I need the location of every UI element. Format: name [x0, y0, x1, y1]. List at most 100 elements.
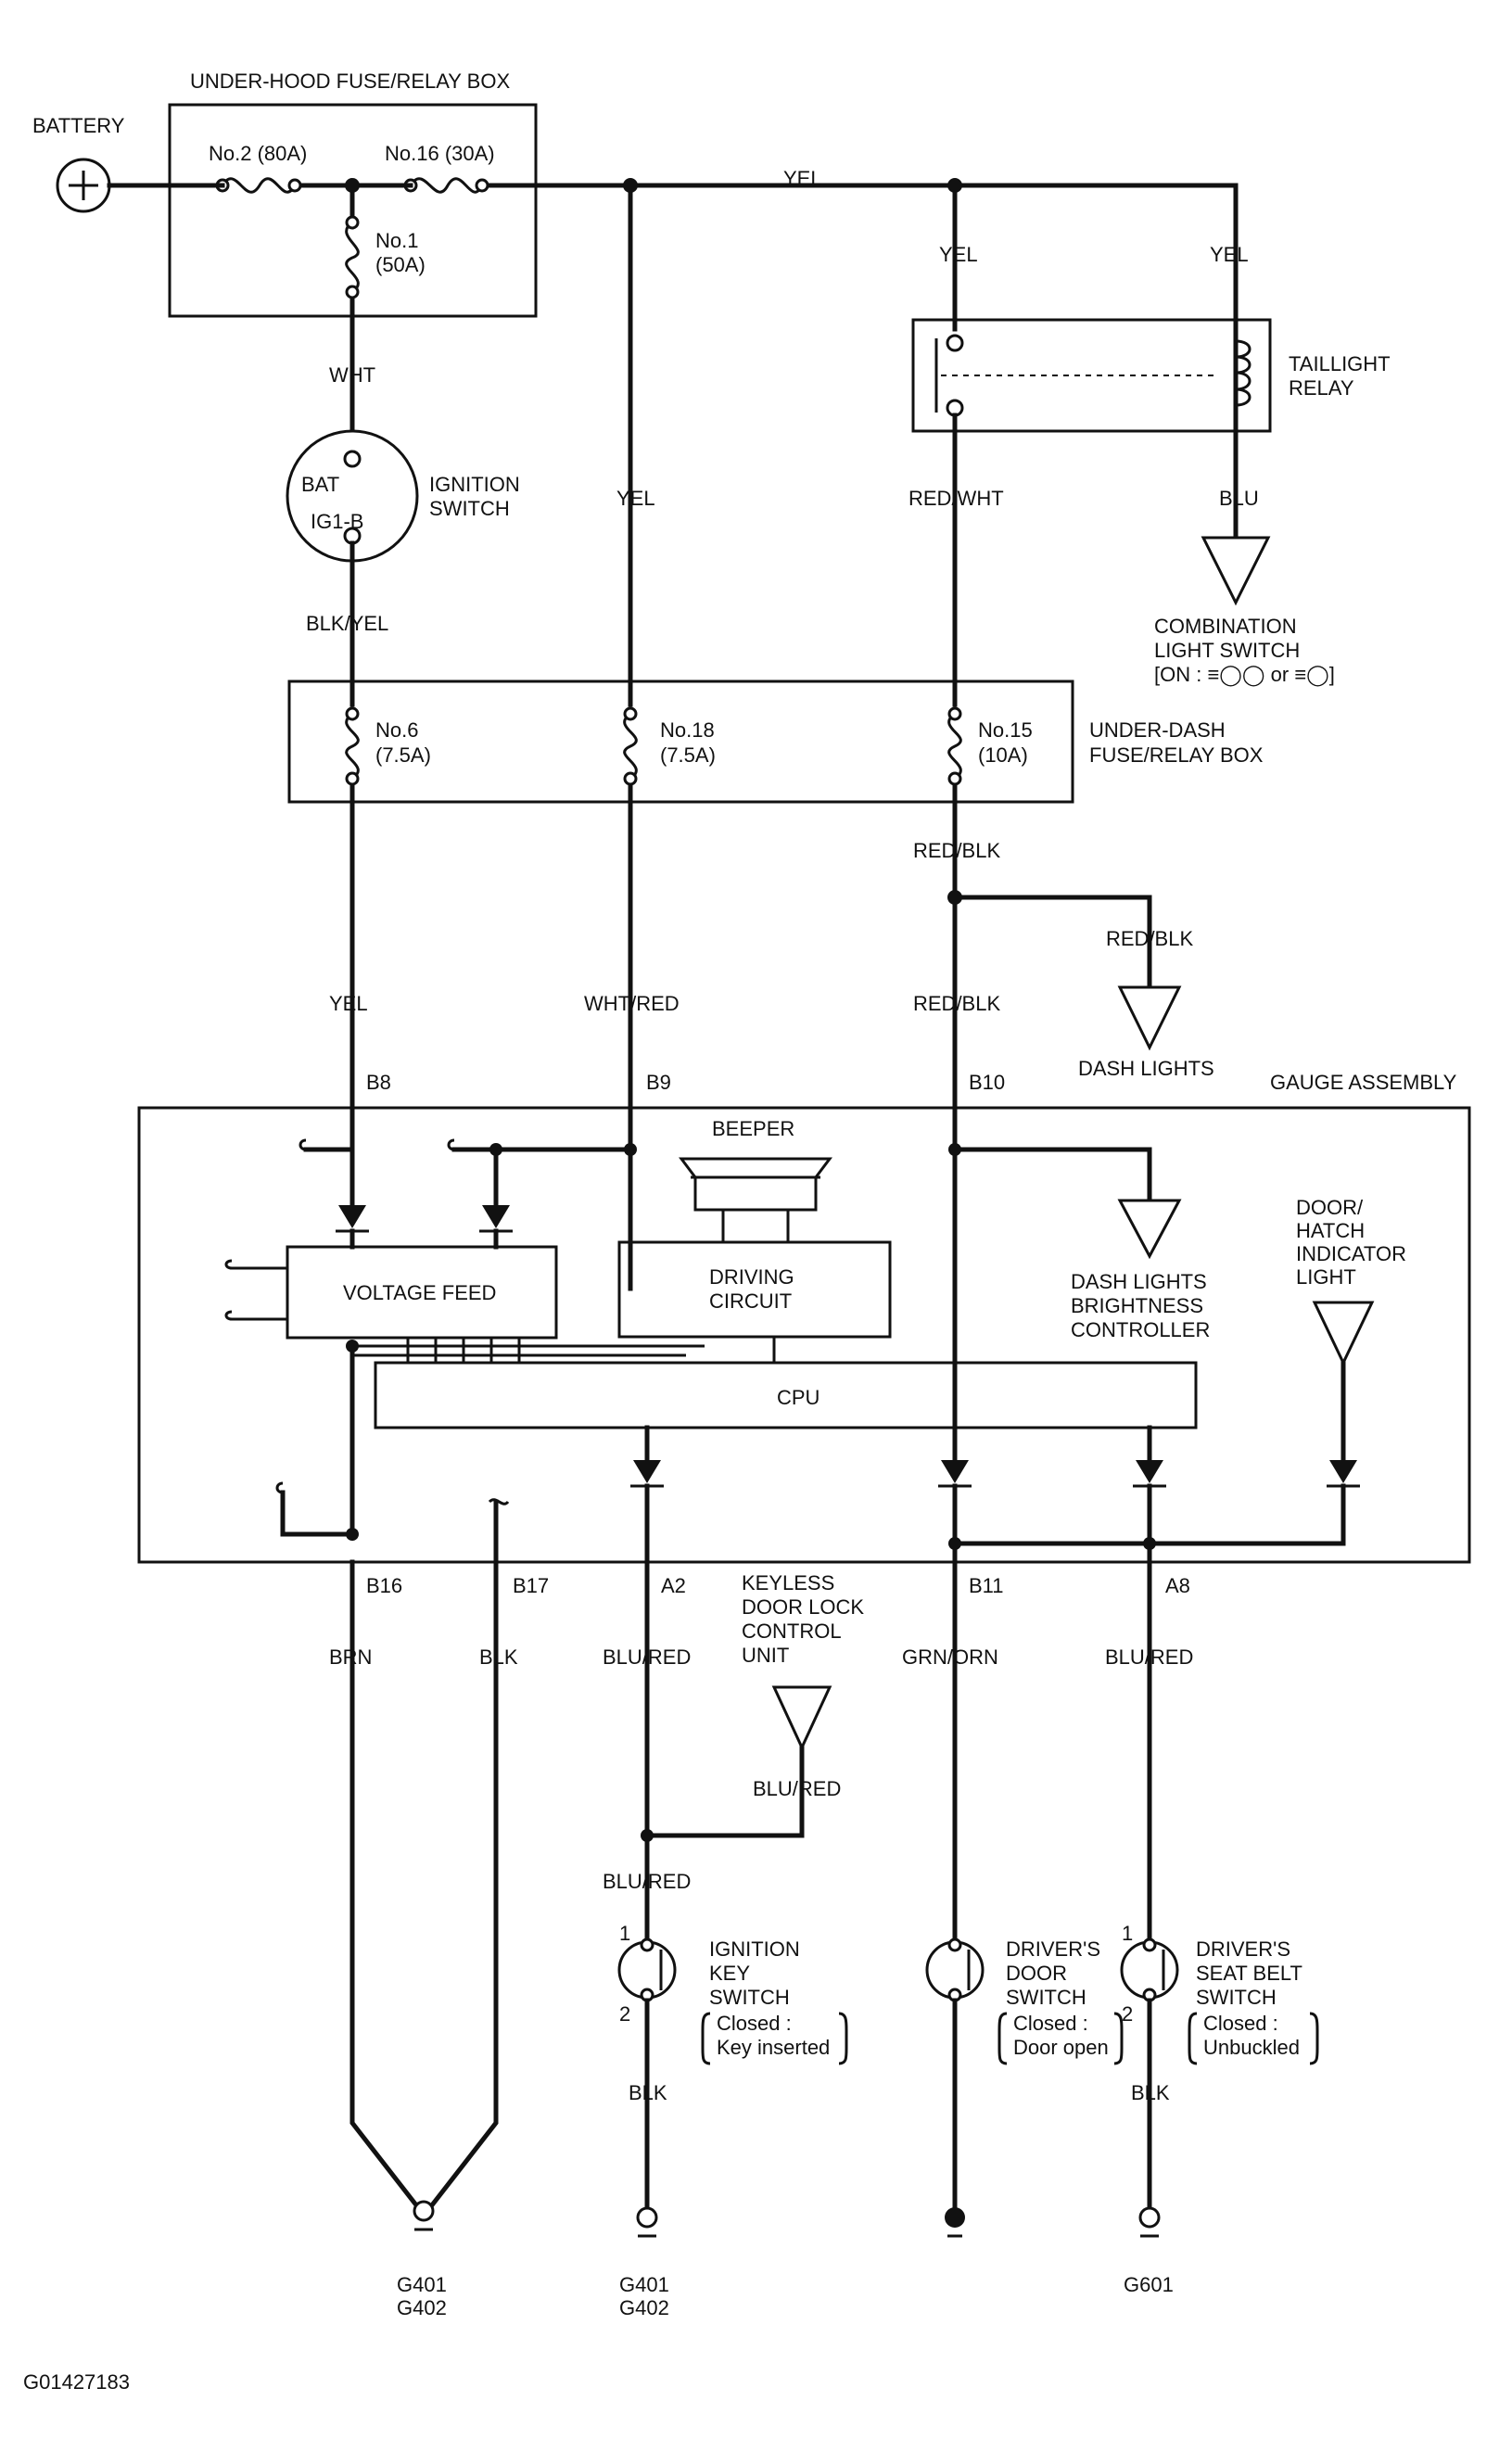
ig1b-terminal-label: IG1-B: [311, 510, 363, 533]
main-bus-wire: [107, 183, 1239, 559]
red-blk-label-dash: RED/BLK: [1106, 927, 1193, 950]
blu-red-label-keyless: BLU/RED: [753, 1777, 841, 1800]
b9-label: B9: [646, 1071, 671, 1094]
dlbc-label-a: DASH LIGHTS: [1071, 1270, 1207, 1293]
keyless-label-c: CONTROL: [742, 1620, 842, 1643]
fuse-no18-icon: [623, 706, 638, 786]
comb-switch-label-a: COMBINATION: [1154, 615, 1297, 638]
comb-switch-label-c: [ON : ≡◯◯ or ≡◯]: [1154, 663, 1335, 687]
door-indicator-icon: [1312, 1301, 1375, 1366]
door-sw-label-e: Door open: [1013, 2036, 1109, 2059]
fuse-no6-label-b: (7.5A): [375, 743, 431, 767]
fuse-no15-label-a: No.15: [978, 718, 1033, 742]
b10-label: B10: [969, 1071, 1005, 1094]
door-ind-label-b: HATCH: [1296, 1219, 1365, 1242]
taillight-relay: [911, 318, 1272, 433]
fuse-no18-label-a: No.18: [660, 718, 715, 742]
driving-circuit-block: [617, 1240, 892, 1339]
blu-red-label-lower: BLU/RED: [603, 1870, 691, 1893]
fuse-no1-label-a: No.1: [375, 229, 418, 252]
brn-label: BRN: [329, 1645, 372, 1669]
taillight-relay-label-b: RELAY: [1289, 376, 1354, 400]
fuse-no18-label-b: (7.5A): [660, 743, 716, 767]
keyless-label-d: UNIT: [742, 1644, 789, 1667]
cpu-label: CPU: [777, 1386, 820, 1409]
blk-label-belt: BLK: [1131, 2081, 1170, 2104]
door-sw-label-d: Closed :: [1013, 2012, 1088, 2035]
belt-sw-label-c: SWITCH: [1196, 1986, 1277, 2009]
pin1-ign: 1: [619, 1922, 630, 1945]
underdash-fuse-box: [287, 680, 1074, 804]
door-ind-label-c: INDICATOR: [1296, 1242, 1406, 1265]
fuse-no15-icon: [947, 706, 962, 786]
blk-label-ign: BLK: [629, 2081, 667, 2104]
blu-red-label-a8: BLU/RED: [1105, 1645, 1193, 1669]
dlbc-label-b: BRIGHTNESS: [1071, 1294, 1203, 1317]
fuse-no2-label: No.2 (80A): [209, 142, 307, 165]
keyless-unit-icon: [771, 1685, 832, 1751]
yel-label-b8: YEL: [329, 992, 368, 1015]
brn-wire: [349, 1559, 421, 2210]
belt-sw-label-a: DRIVER'S: [1196, 1937, 1290, 1961]
underhood-box-label: UNDER-HOOD FUSE/RELAY BOX: [190, 70, 510, 93]
gauge-assembly: [137, 1106, 1471, 1564]
combination-switch-icon: [1201, 536, 1271, 606]
bus-lines: [352, 1338, 705, 1363]
ignition-switch-icon: [286, 429, 419, 563]
yel-label-relay-left: YEL: [939, 243, 978, 266]
g402-label-left: G402: [397, 2296, 447, 2319]
relay-contact-icon: [934, 334, 964, 417]
brightness-controller-icon: [1117, 1199, 1182, 1260]
fuse-no1-label-b: (50A): [375, 253, 426, 276]
fuse-no15-label-b: (10A): [978, 743, 1028, 767]
diode-feed-icon: [479, 1205, 513, 1233]
pin1-belt: 1: [1122, 1922, 1133, 1945]
door-sw-label-a: DRIVER'S: [1006, 1937, 1100, 1961]
dash-lights-label: DASH LIGHTS: [1078, 1057, 1214, 1080]
door-ind-label-d: LIGHT: [1296, 1265, 1356, 1289]
g402-label-right: G402: [619, 2296, 669, 2319]
keyless-label-b: DOOR LOCK: [742, 1595, 864, 1619]
wht-red-label: WHT/RED: [584, 992, 680, 1015]
voltage-feed-label: VOLTAGE FEED: [343, 1281, 496, 1304]
dash-lights-wire: [952, 895, 1152, 990]
keyless-label-a: KEYLESS: [742, 1571, 834, 1594]
blk-label-b17: BLK: [479, 1645, 518, 1669]
g401-label-left: G401: [397, 2273, 447, 2296]
belt-sw-label-d: Closed :: [1203, 2012, 1278, 2035]
gauge-assembly-label: GAUGE ASSEMBLY: [1270, 1071, 1457, 1094]
b11-label: B11: [969, 1574, 1004, 1597]
ground-icon-door: [945, 2207, 965, 2238]
red-blk-label-b10: RED/BLK: [913, 992, 1000, 1015]
battery-label: BATTERY: [32, 114, 125, 137]
a2-label: A2: [661, 1574, 686, 1597]
dlbc-label-c: CONTROLLER: [1071, 1318, 1210, 1341]
figure-id: G01427183: [23, 2370, 130, 2394]
ign-key-label-a: IGNITION: [709, 1937, 800, 1961]
diode-b11-icon: [938, 1460, 972, 1488]
fuse-no16-icon: [403, 177, 489, 194]
ign-key-label-c: SWITCH: [709, 1986, 790, 2009]
fuse-no6-icon: [345, 706, 360, 786]
underdash-label-b: FUSE/RELAY BOX: [1089, 743, 1264, 767]
cpu-block: [374, 1361, 1198, 1429]
b16-label: B16: [366, 1574, 402, 1597]
door-sw-label-b: DOOR: [1006, 1962, 1067, 1985]
diode-a2-icon: [630, 1460, 664, 1488]
ignition-switch-label-a: IGNITION: [429, 473, 520, 496]
blk-wire-b17: [427, 1559, 499, 2210]
ign-key-label-e: Key inserted: [717, 2036, 830, 2059]
taillight-relay-label-a: TAILLIGHT: [1289, 352, 1391, 375]
ground-icon-g401-right: [636, 2206, 658, 2238]
grn-orn-label: GRN/ORN: [902, 1645, 998, 1669]
yel-label-no18: YEL: [616, 487, 655, 510]
comb-switch-label-b: LIGHT SWITCH: [1154, 639, 1300, 662]
g601-label: G601: [1124, 2273, 1174, 2296]
fuse-no16-label: No.16 (30A): [385, 142, 495, 165]
belt-sw-label-b: SEAT BELT: [1196, 1962, 1302, 1985]
bat-terminal-label: BAT: [301, 473, 339, 496]
ignition-key-switch-icon: [617, 1937, 677, 2002]
blu-label: BLU: [1219, 487, 1259, 510]
ign-key-label-b: KEY: [709, 1962, 750, 1985]
